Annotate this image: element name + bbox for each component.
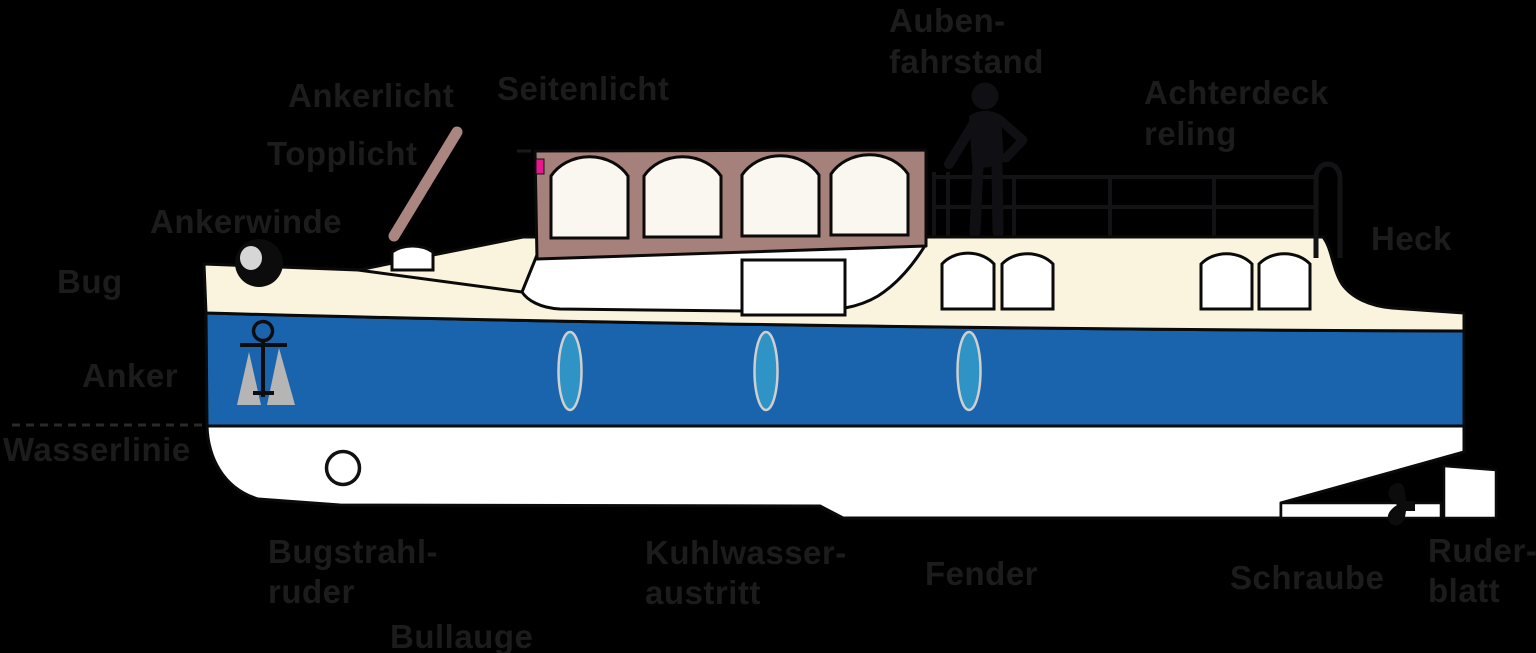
- label-bugstrahlruder: Bugstrahl-ruder: [268, 533, 438, 610]
- gunwale-line: [357, 268, 523, 294]
- aft-deck-windows: [940, 251, 1312, 311]
- wheelhouse-window: [642, 155, 723, 239]
- label-heck: Heck: [1371, 220, 1452, 257]
- foredeck-window: [390, 244, 435, 272]
- anchor-icon: [237, 319, 295, 405]
- aft-window: [1199, 252, 1254, 311]
- sidelight-pink: [535, 158, 545, 175]
- hull-bottom-white: [205, 424, 1466, 520]
- label-aussenfahrstand: Auben-fahrstand: [889, 2, 1044, 80]
- label-schraube: Schraube: [1230, 559, 1385, 596]
- label-wasserlinie: Wasserlinie: [3, 431, 191, 468]
- mast: [388, 126, 463, 242]
- label-kuehlwasseraustritt: Kuhlwasser-austritt: [645, 534, 847, 611]
- aft-window: [940, 251, 996, 311]
- label-bullauge: Bullauge: [390, 618, 534, 653]
- skeg-plate: [1279, 501, 1443, 520]
- wheelhouse-windows: [549, 153, 910, 240]
- label-fender: Fender: [925, 555, 1039, 592]
- label-ankerlicht: Ankerlicht: [288, 77, 455, 114]
- railing-stern-post: [1313, 161, 1343, 258]
- wheelhouse-window: [740, 154, 821, 238]
- bullauge-porthole: [324, 449, 362, 487]
- aft-window: [1257, 252, 1312, 311]
- porthole-oval: [956, 330, 982, 412]
- wheelhouse-window: [829, 153, 910, 237]
- label-topplicht: Topplicht: [267, 135, 418, 172]
- hull-portholes: [557, 330, 982, 412]
- porthole-oval: [557, 330, 583, 412]
- cabin-door: [740, 258, 847, 317]
- label-anker: Anker: [82, 357, 179, 394]
- label-ankerwinde: Ankerwinde: [150, 203, 343, 240]
- railing: [932, 172, 1318, 240]
- wheelhouse-window: [549, 155, 630, 240]
- anchor-winch: [235, 239, 283, 287]
- aft-window: [1000, 252, 1055, 311]
- label-seitenlicht: Seitenlicht: [497, 70, 670, 107]
- label-bug: Bug: [57, 263, 123, 300]
- rudder-blade: [1442, 464, 1498, 520]
- wheelhouse: [533, 148, 928, 261]
- propeller-icon: [1387, 483, 1415, 526]
- porthole-oval: [753, 330, 779, 412]
- helmsman-silhouette: [944, 82, 1028, 238]
- label-ruderblatt: Ruder-blatt: [1428, 532, 1536, 609]
